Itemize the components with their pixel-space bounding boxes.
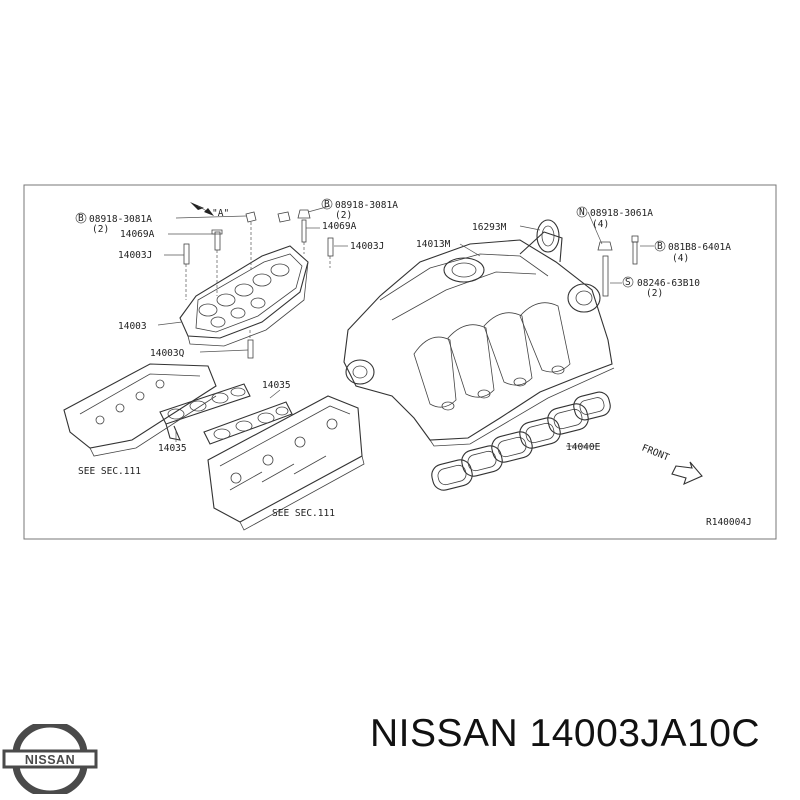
product-caption: NISSAN 14003JA10C	[370, 712, 760, 756]
collector-cover-14003	[179, 245, 309, 347]
diagram-frame	[23, 184, 777, 540]
brand-name: NISSAN	[370, 712, 519, 755]
quantity-label: (2)	[92, 224, 109, 235]
part-label: 08918-3081A	[335, 200, 398, 211]
gaskets-14035	[159, 383, 293, 445]
part-label: 08246-63B10	[637, 278, 700, 289]
part-label: 081B8-6401A	[668, 242, 731, 253]
part-label: 14035	[262, 380, 291, 391]
front-arrow	[671, 461, 703, 486]
cylinder-head-left	[63, 363, 217, 457]
part-label: 14069A	[322, 221, 357, 232]
quantity-label: (4)	[592, 219, 609, 230]
bolt-code-circle	[576, 206, 588, 218]
view-label: "A"	[212, 208, 229, 219]
leader-lines	[157, 205, 654, 447]
right-fasteners	[277, 209, 639, 297]
part-label: 16293M	[472, 222, 507, 233]
part-label: 14013M	[416, 239, 451, 250]
part-label: 14003	[118, 321, 147, 332]
part-label: 14040E	[566, 442, 601, 453]
bolt-code-n: N	[579, 207, 585, 218]
part-number: 14003JA10C	[529, 712, 761, 755]
bolt-code-circle	[75, 212, 87, 224]
reference-label: SEE SEC.111	[78, 466, 141, 477]
gaskets-14040E	[431, 391, 611, 491]
cylinder-head-right	[207, 395, 365, 531]
gasket-16293M	[536, 219, 560, 253]
part-label: 14003Q	[150, 348, 185, 359]
bolt-code-b: B	[657, 241, 663, 252]
part-label: 14003J	[118, 250, 152, 261]
reference-label: SEE SEC.111	[272, 508, 335, 519]
logo-text: NISSAN	[25, 753, 75, 767]
part-label: 14035	[158, 443, 187, 454]
bolt-code-b: B	[324, 199, 330, 210]
intake-manifold-14013M	[343, 231, 615, 447]
part-label: 08918-3061A	[590, 208, 653, 219]
bolt-code-circle	[321, 198, 333, 210]
quantity-label: (4)	[672, 253, 689, 264]
part-label: 14003J	[350, 241, 384, 252]
nissan-logo: NISSAN	[2, 724, 98, 794]
part-label: 08918-3081A	[89, 214, 152, 225]
quantity-label: (2)	[335, 210, 352, 221]
part-label: 14069A	[120, 229, 155, 240]
diagram-id: R140004J	[706, 517, 752, 528]
bolt-code-circle	[622, 276, 634, 288]
bolt-code-b: B	[78, 213, 84, 224]
view-a-arrow	[190, 202, 214, 216]
bolt-code-s: S	[625, 277, 631, 288]
bolt-code-circle	[654, 240, 666, 252]
left-fasteners	[183, 211, 257, 359]
quantity-label: (2)	[646, 288, 663, 299]
